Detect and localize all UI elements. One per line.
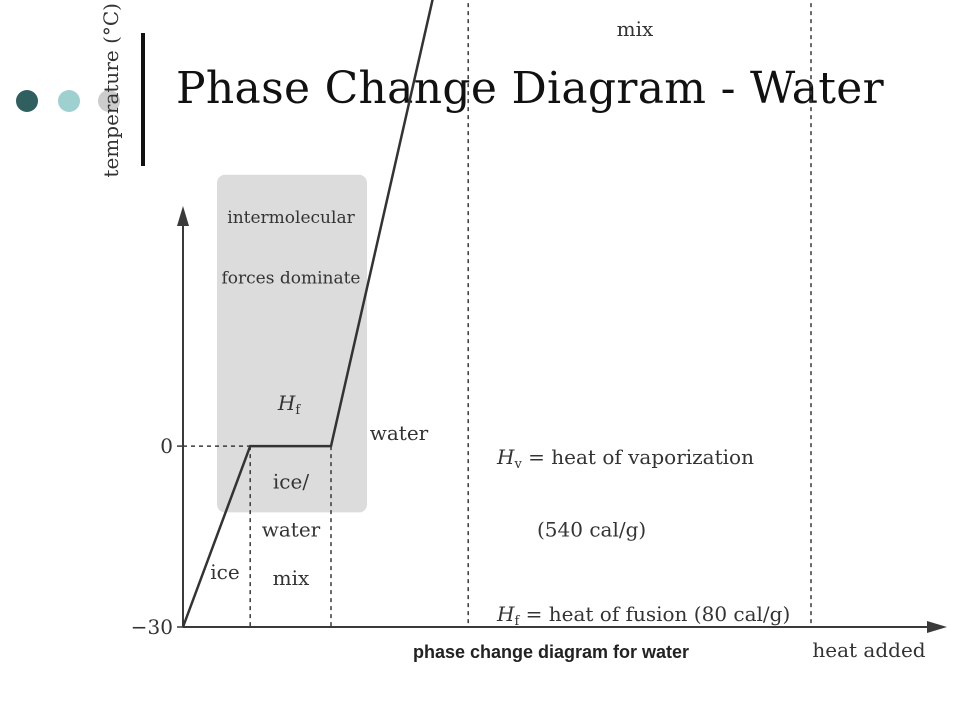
y-tick-label: 0 <box>160 434 173 458</box>
region-label: ice <box>210 560 239 584</box>
bullet-dot-gray <box>98 90 120 112</box>
bullet-dot-dark <box>16 90 38 112</box>
legend-note: (540 cal/g) <box>537 518 646 542</box>
annotation-box <box>217 174 367 513</box>
y-tick-label: −30 <box>131 615 173 639</box>
bullet-dot-light <box>58 90 80 112</box>
annotation-text: forces dominate <box>221 268 360 288</box>
annotation-boxes <box>217 174 367 513</box>
region-label: mix <box>617 17 654 41</box>
region-label: mix <box>273 566 310 590</box>
y-axis-title: temperature (°C) <box>99 3 123 178</box>
legend-note: Hf = heat of fusion (80 cal/g) <box>496 602 790 629</box>
region-label: water <box>262 518 321 542</box>
guide-lines <box>183 0 812 627</box>
page-title: Phase Change Diagram - Water <box>176 63 884 114</box>
heating-curve-line <box>181 0 434 628</box>
axes: −300100150temperature (°C)phase change d… <box>99 3 947 662</box>
x-axis-end-label: heat added <box>812 638 925 662</box>
region-label: ice/ <box>273 469 309 493</box>
region-label: water <box>370 421 429 445</box>
x-axis-title: phase change diagram for water <box>413 642 689 662</box>
title-divider <box>141 33 145 166</box>
y-axis-arrow <box>177 206 189 226</box>
curve-label: Hf <box>277 391 301 418</box>
heating-curve <box>181 0 434 628</box>
legend-note: Hv = heat of vaporization <box>496 445 754 472</box>
annotation-text: intermolecular <box>227 208 355 228</box>
x-axis-arrow <box>927 621 947 633</box>
